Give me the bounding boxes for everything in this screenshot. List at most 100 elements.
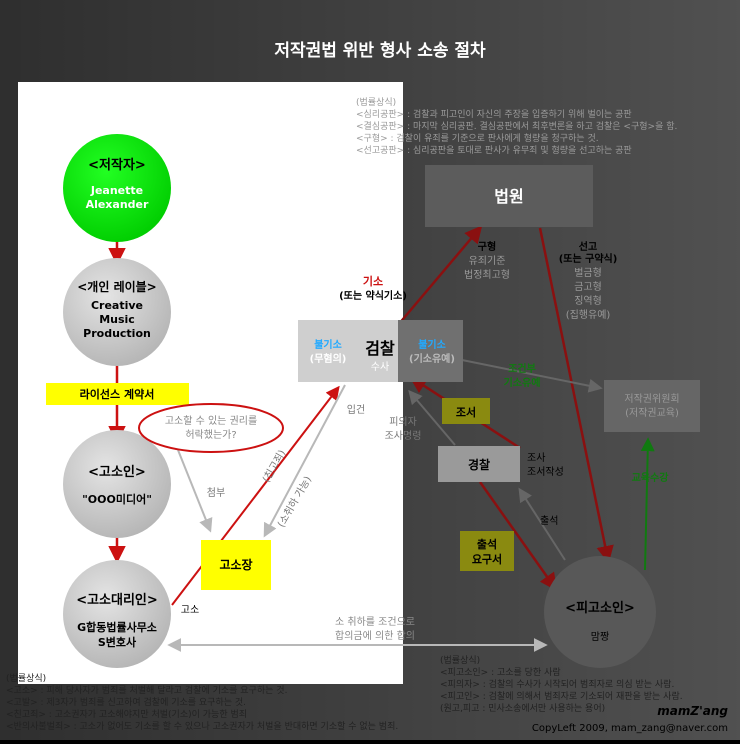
edge-police-to-defendant (478, 481, 558, 591)
prosecution-label: 검찰 (365, 339, 395, 358)
top-legend-line: <결심공판> : 마지막 심리공판. 결심공판에서 최후변론을 하고 검찰은 <… (356, 120, 677, 132)
complain-label: 고소 (181, 604, 199, 616)
question-line: 허락했는가? (185, 428, 236, 441)
prosecution-request-label: 구형 유죄기준 법정최고형 (464, 240, 510, 281)
indict-sub-label: (또는 약식기소) (339, 289, 407, 302)
complaint-document: 고소장 (201, 540, 271, 590)
indict-label: 기소 (363, 274, 383, 288)
investigation-record-text: 조서 (456, 405, 476, 419)
node-complaint-agent: <고소대리인> G합동법률사무소 S변호사 (63, 560, 171, 668)
court-label: 법원 (494, 187, 523, 206)
label-company-line: Production (83, 327, 151, 340)
edge-defendant-attend (518, 487, 566, 561)
legend-line: <피의자> : 검찰의 수사가 시작되어 범죄자로 의심 받는 사람. (440, 678, 674, 690)
committee-line: 저작권위원회 (624, 392, 679, 405)
no-indict-left-sub: (무혐의) (310, 352, 347, 365)
no-indict-right: 불기소 (418, 338, 446, 351)
complainant-name: "OOO미디어" (82, 492, 152, 506)
summons-badge: 출석 요구서 (460, 531, 514, 571)
author-label: <저작자> (88, 157, 146, 173)
education-label: 교육수강 (632, 471, 670, 484)
edge-question-to-complaint (177, 449, 213, 533)
investigation-label: 조서작성 (527, 466, 564, 478)
police-label: 경찰 (468, 457, 490, 472)
summons-line: 출석 (477, 537, 497, 551)
edge-court-to-defendant (538, 227, 614, 564)
verdict-line: (집행유예) (566, 309, 611, 321)
license-badge-text: 라이선스 계약서 (80, 387, 155, 401)
edge-police-to-prosecution (408, 389, 456, 446)
legend-line: <반의사불벌죄> : 고소가 없어도 기소를 할 수 있으나 고소권자가 처벌을… (6, 720, 398, 732)
edge-prosecution-to-court (397, 225, 483, 326)
top-legend-line: <선고공판> : 심리공판을 토대로 판사가 유무죄 및 형량을 선고하는 공판 (356, 144, 632, 156)
node-copyright-committee: 저작권위원회 (저작권교육) (604, 380, 700, 432)
investigation-label: 조사 (527, 452, 545, 464)
verdict-line: 벌금형 (574, 267, 602, 279)
node-defendant: <피고소인> 맘짱 (544, 556, 656, 668)
question-bubble: 고소할 수 있는 권리를 허락했는가? (138, 403, 284, 453)
node-court: 법원 (425, 165, 593, 227)
verdict-line: (또는 구약식) (559, 252, 618, 265)
settlement-label: 합의금에 의한 합의 (335, 630, 415, 642)
defendant-name: 맘짱 (591, 631, 609, 643)
node-label-company: <개인 레이블> Creative Music Production (63, 258, 171, 366)
defendant-label: <피고소인> (565, 600, 635, 616)
top-legend-line: <심리공판> : 검찰과 피고인이 자신의 주장을 입증하기 위해 벌이는 공판 (356, 108, 632, 120)
summons-line: 요구서 (472, 552, 502, 566)
legend-line: <친고죄> : 고소권자가 고소해야지만 처벌(기소)이 가능한 범죄 (6, 708, 247, 720)
no-indict-right-sub: (기소유예) (409, 352, 455, 365)
node-complainant: <고소인> "OOO미디어" (63, 430, 171, 538)
verdict-line: 선고 (579, 240, 597, 253)
verdict-line: 징역형 (574, 295, 602, 307)
legend-line: <고소> : 피해 당사자가 범죄를 처벌해 달라고 검찰에 기소를 요구하는 … (6, 684, 287, 696)
label-company-label: <개인 레이블> (77, 279, 157, 294)
no-indict-left: 불기소 (314, 338, 342, 351)
sentence-request-line: 법정최고형 (464, 269, 510, 281)
signature: mamZ'ang (657, 704, 728, 718)
top-legend-line: (법률상식) (356, 97, 396, 108)
top-legend-line: <구형> : 검찰이 유죄를 기준으로 판사에게 형량을 청구하는 것. (356, 132, 599, 144)
verdict-line: 금고형 (574, 281, 602, 293)
verdict-label: 선고 (또는 구약식) 벌금형 금고형 징역형 (집행유예) (559, 240, 618, 321)
conditional-label: 조건부 (508, 362, 536, 375)
attach-label: 첨부 (207, 487, 225, 499)
edge-defendant-to-committee (640, 437, 655, 571)
label-company-line: Music (99, 313, 135, 326)
author-name-line: Jeanette (90, 184, 143, 197)
attend-label: 출석 (540, 515, 558, 527)
legend-line: (법률상식) (440, 655, 480, 666)
suspect-command-label: 피의자 (389, 416, 417, 428)
edge-withdraw (263, 384, 346, 538)
bottom-right-legend: (법률상식) <피고소인> : 고소를 당한 사람 <피의자> : 검찰의 수사… (440, 655, 683, 714)
complainant-label: <고소인> (88, 464, 146, 480)
node-police: 경찰 (438, 446, 520, 482)
suspect-command-label: 조사명령 (385, 430, 422, 442)
edge-agent-to-prosecution (171, 385, 340, 606)
settlement-label: 소 취하를 조건으로 (335, 615, 415, 628)
agent-label: <고소대리인> (76, 592, 158, 608)
legend-line: <피고소인> : 고소를 당한 사람 (440, 666, 561, 678)
agent-line: G합동법률사무소 (77, 620, 157, 634)
node-author: <저작자> Jeanette Alexander (63, 134, 171, 242)
legend-line: (원고,피고 : 민사소송에서만 사용하는 용어) (440, 703, 605, 714)
legend-line: <피고인> : 검찰에 의해서 범죄자로 기소되어 재판을 받는 사람. (440, 690, 683, 702)
complaint-document-label: 고소장 (219, 558, 252, 572)
label-company-line: Creative (91, 299, 143, 312)
top-legend: (법률상식) <심리공판> : 검찰과 피고인이 자신의 주장을 입증하기 위해… (356, 97, 677, 156)
node-prosecution: 불기소 (무혐의) 검찰 수사 불기소 (기소유예) (298, 320, 463, 382)
register-label: 입건 (347, 403, 365, 416)
copyright: CopyLeft 2009, mam_zang@naver.com (532, 723, 728, 734)
prosecution-sub: 수사 (371, 361, 389, 373)
committee-line: (저작권교육) (625, 407, 679, 419)
conditional-label: 기소유예 (504, 376, 541, 389)
license-badge: 라이선스 계약서 (46, 383, 189, 405)
question-line: 고소할 수 있는 권리를 (165, 415, 257, 427)
legend-line: <고발> : 제3자가 범죄를 신고하여 검찰에 기소를 요구하는 것. (6, 696, 246, 708)
legend-line: (법률상식) (6, 673, 46, 684)
author-name-line: Alexander (86, 198, 149, 211)
edge-prosecution-to-committee (461, 359, 603, 393)
diagram-title: 저작권법 위반 형사 소송 절차 (274, 40, 486, 61)
investigation-record-badge: 조서 (442, 398, 490, 424)
